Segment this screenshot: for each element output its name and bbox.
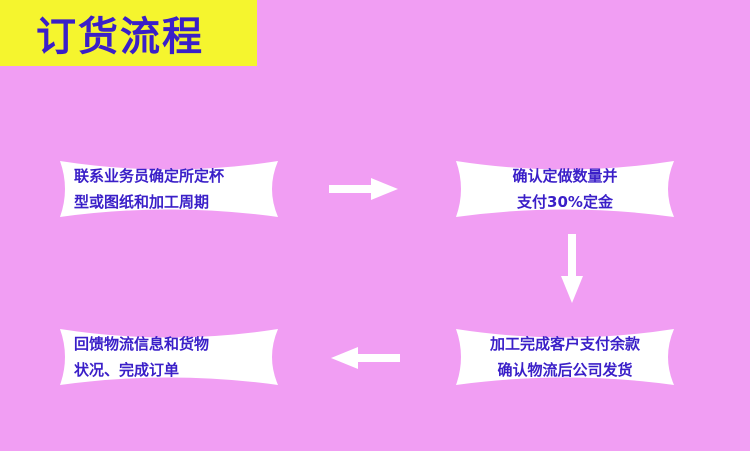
arrow-down-icon xyxy=(561,234,583,303)
arrow-right-icon xyxy=(329,178,398,200)
step-card-2: 确认定做数量并 支付30%定金 xyxy=(452,158,678,220)
arrow-left-icon xyxy=(331,347,400,369)
step-card-4: 回馈物流信息和货物 状况、完成订单 xyxy=(56,326,282,388)
step-2-line-2: 支付30%定金 xyxy=(517,193,613,211)
card-banner-shape xyxy=(456,329,674,385)
step-1-line-1: 联系业务员确定所定杯 xyxy=(74,167,225,185)
step-3-line-1: 加工完成客户支付余款 xyxy=(489,335,640,353)
step-2-line-1: 确认定做数量并 xyxy=(512,167,618,185)
step-4-line-2: 状况、完成订单 xyxy=(74,361,180,379)
card-banner-shape xyxy=(60,161,278,217)
step-card-1: 联系业务员确定所定杯 型或图纸和加工周期 xyxy=(56,158,282,220)
title-banner: 订货流程 xyxy=(0,0,257,66)
card-banner-shape xyxy=(60,329,278,385)
card-banner-shape xyxy=(456,161,674,217)
step-4-line-1: 回馈物流信息和货物 xyxy=(74,335,210,353)
step-1-line-2: 型或图纸和加工周期 xyxy=(74,193,210,211)
step-card-3: 加工完成客户支付余款 确认物流后公司发货 xyxy=(452,326,678,388)
step-3-line-2: 确认物流后公司发货 xyxy=(497,361,633,379)
page-title: 订货流程 xyxy=(36,14,204,60)
